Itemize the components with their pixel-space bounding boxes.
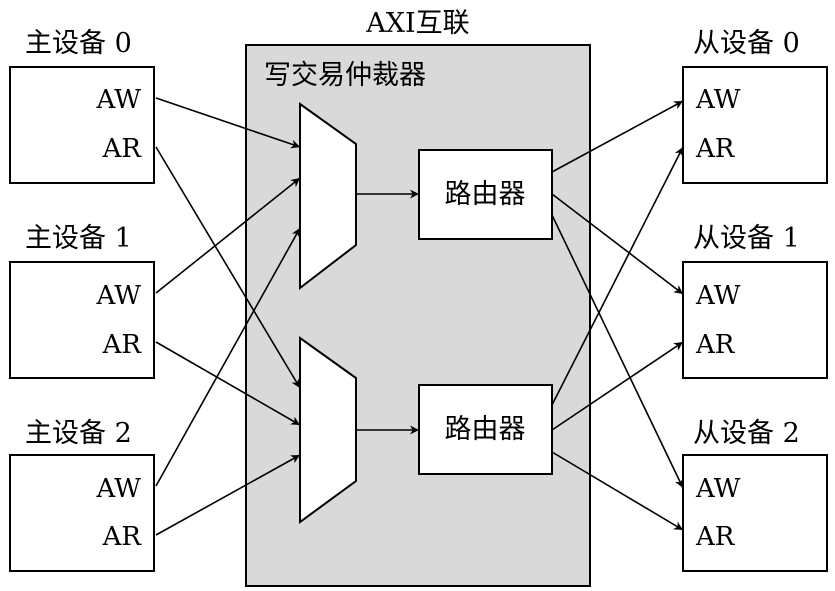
interconnect-title: AXI互联 <box>365 8 469 39</box>
slave-2-box <box>682 454 828 572</box>
arbiter-label: 写交易仲裁器 <box>264 60 426 91</box>
write-arbiter-0 <box>299 102 357 291</box>
arrow-m2aw-to-arbiter0 <box>155 227 301 487</box>
router-0-label: 路由器 <box>445 179 526 210</box>
arrow-m1aw-to-arbiter0 <box>155 177 301 294</box>
arrow-router0-to-slave2 <box>551 214 684 489</box>
master-2-box <box>9 454 155 572</box>
slave-0-box <box>682 66 828 184</box>
arrow-m1ar-to-arbiter1 <box>155 341 301 426</box>
master-1-box <box>9 261 155 379</box>
master-2-label: 主设备 2 <box>25 418 132 449</box>
arrow-router1-to-slave0 <box>551 146 684 406</box>
arrow-m2ar-to-arbiter1 <box>155 454 301 536</box>
arrow-router1-to-slave2 <box>551 451 684 531</box>
slave-1-port-ar: AR <box>695 330 736 360</box>
slave-2-label: 从设备 2 <box>693 418 800 449</box>
router-1-label: 路由器 <box>445 414 526 445</box>
interconnect-region <box>245 44 591 587</box>
master-0-port-aw: AW <box>96 85 142 115</box>
master-0-label: 主设备 0 <box>25 28 132 59</box>
master-2-port-aw: AW <box>96 474 142 504</box>
master-2-port-ar: AR <box>102 522 143 552</box>
master-0-port-ar: AR <box>102 134 143 164</box>
router-1 <box>418 384 553 475</box>
arrow-router1-to-slave1 <box>551 341 684 431</box>
write-arbiter-1 <box>299 336 357 524</box>
arrow-m0aw-to-arbiter0 <box>155 97 301 149</box>
slave-2-port-ar: AR <box>695 522 736 552</box>
slave-1-port-aw: AW <box>695 281 741 311</box>
slave-0-port-aw: AW <box>695 85 741 115</box>
router-0 <box>418 149 553 240</box>
arrow-m0ar-to-arbiter1 <box>155 146 301 389</box>
slave-1-label: 从设备 1 <box>693 223 800 254</box>
arrow-router0-to-slave0 <box>551 100 684 173</box>
master-1-port-aw: AW <box>96 281 142 311</box>
slave-1-box <box>682 261 828 379</box>
slave-0-label: 从设备 0 <box>693 28 800 59</box>
master-1-label: 主设备 1 <box>25 223 132 254</box>
master-1-port-ar: AR <box>102 330 143 360</box>
slave-0-port-ar: AR <box>695 134 736 164</box>
slave-2-port-aw: AW <box>695 474 741 504</box>
master-0-box <box>9 66 155 184</box>
arrow-router0-to-slave1 <box>551 193 684 295</box>
